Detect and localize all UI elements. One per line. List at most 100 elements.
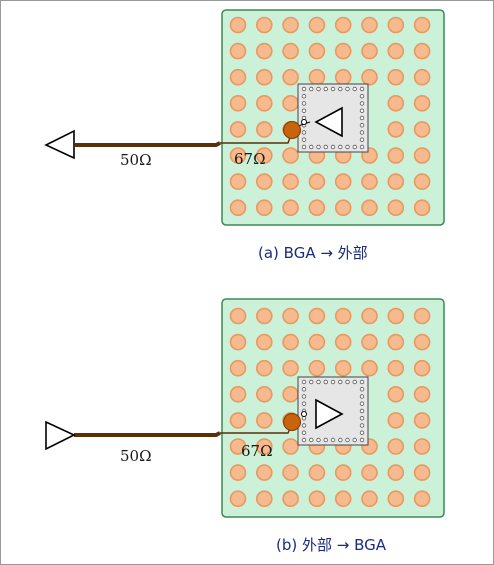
solder-ball	[387, 121, 405, 138]
solder-ball	[387, 333, 405, 351]
die-bump	[301, 437, 307, 443]
solder-ball	[255, 173, 273, 190]
die-bump	[359, 408, 365, 414]
die-bump	[309, 437, 314, 443]
solder-ball	[361, 16, 378, 34]
die-bump	[359, 108, 365, 113]
solder-ball	[282, 68, 299, 86]
solder-ball	[334, 490, 352, 508]
die-bump	[359, 144, 365, 150]
solder-ball	[255, 385, 273, 403]
solder-ball	[387, 385, 405, 403]
die-bump	[359, 416, 365, 421]
die-bump	[330, 379, 336, 385]
solder-ball	[229, 95, 247, 112]
die-bump	[352, 437, 357, 443]
solder-ball	[229, 16, 247, 34]
figure-b: 50Ω 67Ω (b) 外部 → BGA	[45, 298, 445, 554]
solder-ball	[387, 68, 405, 86]
die-bump	[316, 144, 321, 150]
die-bump	[359, 387, 365, 392]
die-bump	[359, 379, 365, 385]
solder-ball	[255, 490, 273, 508]
driver-buffer-icon	[314, 106, 343, 138]
die-bump	[301, 86, 307, 92]
solder-ball	[255, 42, 273, 60]
die-bump	[352, 86, 357, 92]
solder-ball	[413, 412, 431, 429]
solder-ball	[255, 95, 273, 112]
solder-ball	[229, 359, 247, 377]
solder-ball	[229, 173, 247, 190]
solder-ball	[255, 359, 273, 377]
solder-ball	[282, 333, 299, 351]
solder-ball	[229, 68, 247, 86]
die-bump	[338, 144, 343, 150]
solder-ball	[387, 464, 405, 481]
die-bump	[359, 101, 365, 106]
die-bump	[309, 144, 314, 150]
solder-ball	[413, 121, 431, 138]
die-bump	[323, 86, 328, 92]
solder-ball	[413, 199, 431, 216]
die-bump	[330, 144, 336, 150]
solder-ball	[361, 173, 378, 190]
die-bump	[301, 394, 307, 399]
solder-ball	[255, 464, 273, 481]
solder-ball	[413, 490, 431, 508]
caption-a: (a) BGA → 外部	[258, 244, 368, 262]
die-bump	[359, 430, 365, 435]
solder-ball	[387, 42, 405, 60]
die-bump	[345, 86, 350, 92]
package-die	[297, 83, 369, 153]
solder-ball	[361, 42, 378, 60]
solder-ball	[255, 307, 273, 325]
solder-ball	[229, 42, 247, 60]
solder-ball	[413, 359, 431, 377]
solder-ball	[308, 307, 326, 325]
solder-ball	[229, 333, 247, 351]
solder-ball	[308, 359, 326, 377]
die-bump	[359, 123, 365, 128]
die-bump	[338, 86, 343, 92]
die-bump	[352, 379, 357, 385]
solder-ball	[308, 16, 326, 34]
signal-ball	[283, 121, 301, 139]
solder-ball	[282, 438, 299, 455]
solder-ball	[255, 438, 273, 455]
solder-ball	[361, 199, 378, 216]
die-bump	[301, 423, 307, 428]
solder-ball	[282, 490, 299, 508]
solder-ball	[282, 95, 299, 112]
solder-ball	[229, 199, 247, 216]
solder-ball	[334, 333, 352, 351]
solder-ball	[229, 490, 247, 508]
die-bump	[316, 86, 321, 92]
figure-a: 50Ω 67Ω (a) BGA → 外部	[44, 9, 445, 262]
solder-ball	[229, 307, 247, 325]
solder-ball	[334, 173, 352, 190]
solder-ball	[413, 147, 431, 164]
solder-ball	[282, 147, 299, 164]
die-pad	[301, 119, 307, 125]
solder-ball	[255, 147, 273, 164]
receiver-buffer-icon	[315, 398, 344, 430]
die-bump	[359, 423, 365, 428]
die-bump	[359, 86, 365, 92]
solder-ball	[361, 333, 378, 351]
solder-ball	[387, 147, 405, 164]
die-bump	[301, 94, 307, 99]
solder-ball	[229, 385, 247, 403]
die-bump	[316, 379, 321, 385]
solder-ball	[413, 333, 431, 351]
solder-ball	[334, 464, 352, 481]
die-bump	[345, 437, 350, 443]
solder-ball	[229, 438, 247, 455]
die-pad	[301, 411, 307, 417]
die-bump	[301, 401, 307, 406]
solder-ball	[413, 173, 431, 190]
solder-ball	[229, 464, 247, 481]
trace-impedance-label: 50Ω	[120, 151, 152, 169]
solder-ball	[255, 333, 273, 351]
solder-ball	[308, 490, 326, 508]
